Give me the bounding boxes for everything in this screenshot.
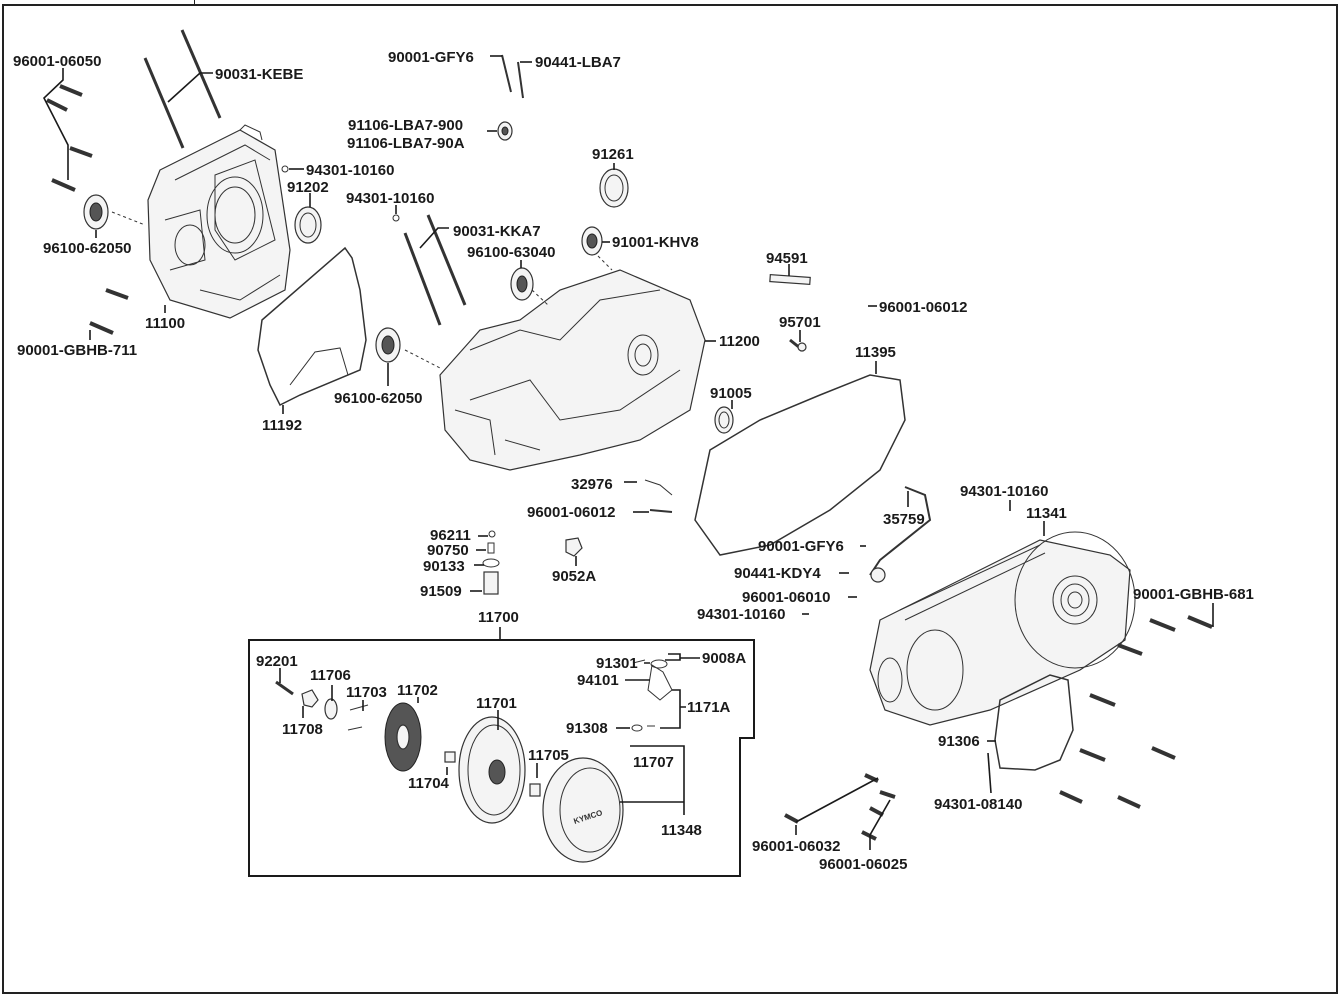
part-label: 96001-06012: [527, 504, 615, 521]
part-label: 11704: [408, 775, 450, 792]
part-label: 90031-KEBE: [215, 66, 303, 83]
leader-lines: [43, 55, 1214, 850]
part-label: 11341: [1026, 505, 1067, 522]
part-label: 94301-10160: [306, 162, 394, 179]
bolt-90001-GFY6-top: [501, 54, 524, 99]
part-label: 91301: [596, 655, 638, 672]
part-label: 94591: [766, 250, 808, 267]
dowel-94301-10160-top: [281, 165, 289, 173]
part-label: 96001-06025: [819, 856, 907, 873]
part-label: 90001-GBHB-711: [17, 342, 137, 359]
part-label: 94101: [577, 672, 619, 689]
part-label: 9008A: [702, 650, 746, 667]
part-label: 11200: [719, 333, 760, 350]
bolts-90001-GBHB-711: [89, 288, 129, 335]
hose-35759: [869, 486, 932, 583]
part-label: 96100-62050: [43, 240, 131, 257]
part-label: 95701: [779, 314, 821, 331]
part-label: 35759: [883, 511, 925, 528]
parts-artwork: [46, 29, 1213, 877]
kit-box-11700: [248, 639, 755, 877]
clamp-32976: [644, 479, 673, 513]
part-label: 96100-63040: [467, 244, 555, 261]
part-label: 32976: [571, 476, 613, 493]
top-tick-mark: [194, 0, 195, 5]
right-cover-11341: [869, 531, 1136, 726]
part-label: 94301-10160: [960, 483, 1048, 500]
bolts-96001-06032: [784, 773, 896, 841]
part-label: 91509: [420, 583, 462, 600]
studs-90031-KEBE: [143, 29, 222, 149]
part-label: 90441-KDY4: [734, 565, 821, 582]
part-label: 11703: [346, 684, 387, 701]
part-label: 11395: [855, 344, 896, 361]
part-label: 96211: [430, 527, 471, 544]
studs-90031-KKA7: [392, 214, 467, 326]
part-label: 90133: [423, 558, 465, 575]
part-label: 96001-06012: [879, 299, 967, 316]
part-label: 90001-GBHB-681: [1133, 586, 1254, 603]
part-label: 11708: [282, 721, 323, 738]
part-label: 11100: [145, 315, 185, 332]
part-label: 11348: [661, 822, 702, 839]
part-label: 94301-10160: [697, 606, 785, 623]
kit-label-11700: 11700: [478, 609, 519, 626]
plate-94591: [769, 273, 811, 286]
part-label: 91001-KHV8: [612, 234, 699, 251]
bolts-96001-06050: [46, 84, 93, 192]
seal-91106: [497, 121, 513, 141]
bearing-91001-KHV8: [581, 226, 613, 271]
part-labels: 96001-06050 90031-KEBE 90001-GFY6 90441-…: [13, 49, 1254, 873]
part-label: 11705: [528, 747, 569, 764]
part-label: 96001-06010: [742, 589, 830, 606]
part-label: 91106-LBA7-90A: [347, 135, 465, 152]
part-label: 91202: [287, 179, 329, 196]
part-label: 11707: [633, 754, 674, 771]
oil-seal-91005: [714, 406, 734, 434]
part-label: 90031-KKA7: [453, 223, 541, 240]
pin-95701: [789, 338, 807, 352]
recoil-starter-parts: [275, 659, 673, 863]
gasket-91306: [994, 674, 1074, 771]
part-label: 91106-LBA7-900: [348, 117, 463, 134]
top-border: [0, 0, 1343, 4]
part-label: 90441-LBA7: [535, 54, 621, 71]
right-crankcase-11200: [439, 269, 706, 471]
part-label: 11706: [310, 667, 351, 684]
part-label: 90001-GFY6: [388, 49, 474, 66]
part-label: 96100-62050: [334, 390, 422, 407]
part-label: 91261: [592, 146, 634, 163]
drain-plug-set: [482, 530, 500, 595]
part-label: 94301-08140: [934, 796, 1022, 813]
part-label: 11701: [476, 695, 517, 712]
part-label: 94301-10160: [346, 190, 434, 207]
bearing-96100-62050-left: [83, 194, 146, 230]
part-label: 91005: [710, 385, 752, 402]
part-label: 90750: [427, 542, 469, 559]
part-label: 91306: [938, 733, 980, 750]
part-label: 1171A: [687, 699, 731, 716]
oil-seal-91202: [294, 206, 322, 244]
part-label: 96001-06032: [752, 838, 840, 855]
gasket-11395: [694, 374, 906, 556]
part-label: 11192: [262, 417, 302, 434]
part-label: 11702: [397, 682, 438, 699]
part-label: 9052A: [552, 568, 596, 585]
bolts-90001-GBHB-681: [1059, 615, 1213, 809]
part-label: 96001-06050: [13, 53, 101, 70]
gasket-11192: [257, 246, 367, 407]
bearing-96100-63040: [510, 267, 549, 306]
cap-9052A: [565, 537, 583, 557]
part-label: 91308: [566, 720, 608, 737]
left-crankcase-11100: [147, 124, 291, 319]
part-label: 90001-GFY6: [758, 538, 844, 555]
part-label: 92201: [256, 653, 298, 670]
bearing-96100-62050-centre: [375, 327, 441, 369]
oil-seal-91261: [599, 168, 629, 208]
